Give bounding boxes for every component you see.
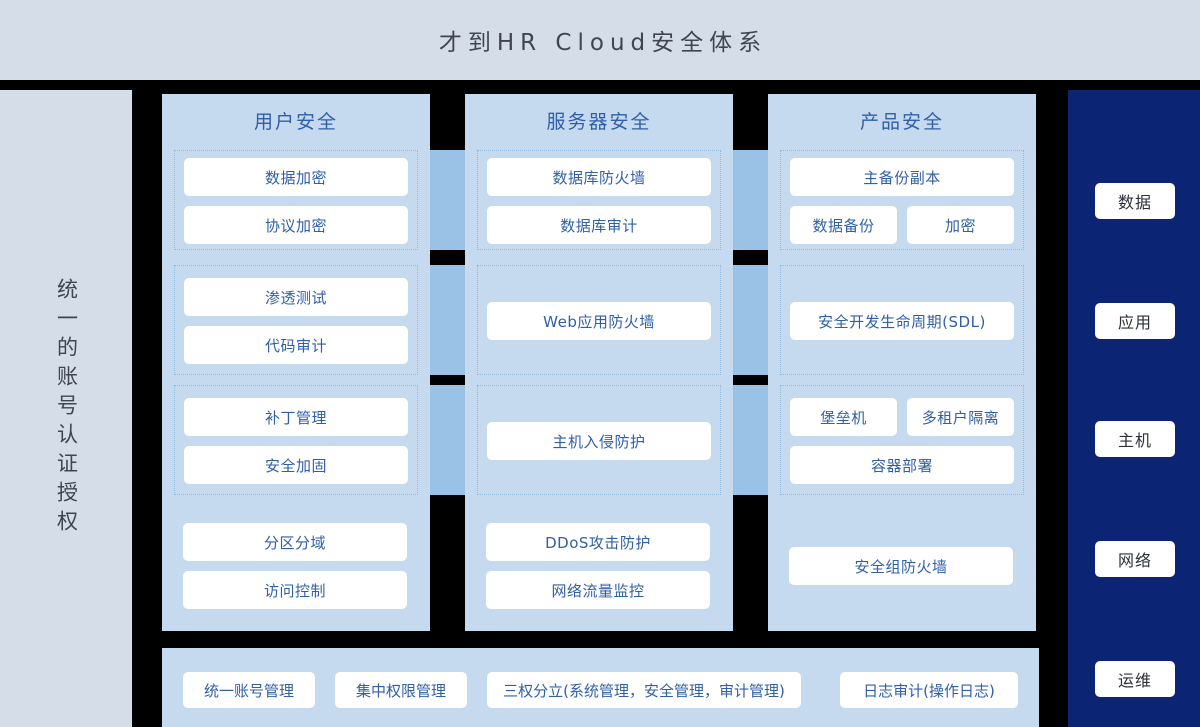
item-box[interactable]: DDoS攻击防护 [486,523,710,561]
item-box[interactable]: 主机入侵防护 [487,422,711,460]
connector-bar [733,150,768,250]
connector-bar [733,265,768,375]
column-1: 用户安全数据加密协议加密渗透测试代码审计补丁管理安全加固分区分域访问控制 [162,94,430,631]
layer-pill-5[interactable]: 运维 [1095,661,1175,697]
layer-pill-3[interactable]: 主机 [1095,421,1175,457]
bottom-item-2[interactable]: 集中权限管理 [335,672,467,708]
item-box[interactable]: 安全开发生命周期(SDL) [790,302,1014,340]
group-2: Web应用防火墙 [477,265,721,375]
column-header: 产品安全 [859,110,944,133]
item-box[interactable]: 代码审计 [184,326,408,364]
item-box[interactable]: 渗透测试 [184,278,408,316]
item-box[interactable]: 加密 [907,206,1014,244]
item-box[interactable]: 访问控制 [183,571,407,609]
bottom-item-4[interactable]: 日志审计(操作日志) [840,672,1018,708]
connector-bar [733,385,768,495]
group-3: 堡垒机多租户隔离容器部署 [780,385,1024,495]
group-3: 主机入侵防护 [477,385,721,495]
item-box[interactable]: 安全组防火墙 [789,547,1013,585]
group-1: 数据库防火墙数据库审计 [477,150,721,250]
bottom-item-1[interactable]: 统一账号管理 [183,672,315,708]
group-1: 数据加密协议加密 [174,150,418,250]
right-panel-layers: 数据应用主机网络运维 [1068,90,1200,727]
item-box[interactable]: 数据备份 [790,206,897,244]
layer-pill-1[interactable]: 数据 [1095,183,1175,219]
group-2: 安全开发生命周期(SDL) [780,265,1024,375]
item-box[interactable]: 堡垒机 [790,398,897,436]
item-box[interactable]: 主备份副本 [790,158,1014,196]
column-3: 产品安全主备份副本数据备份加密安全开发生命周期(SDL) 堡垒机多租户隔离容器部署… [768,94,1036,631]
group-1: 主备份副本数据备份加密 [780,150,1024,250]
connector-bar [430,265,465,375]
column-header: 服务器安全 [546,110,652,133]
layer-pill-4[interactable]: 网络 [1095,541,1175,577]
item-box[interactable]: 数据库防火墙 [487,158,711,196]
item-box[interactable]: Web应用防火墙 [487,302,711,340]
item-box[interactable]: 网络流量监控 [486,571,710,609]
layer-pill-2[interactable]: 应用 [1095,303,1175,339]
group-4: 分区分域访问控制 [174,505,418,627]
column-2: 服务器安全数据库防火墙数据库审计 Web应用防火墙主机入侵防护 DDoS攻击防护网络… [465,94,733,631]
group-2: 渗透测试代码审计 [174,265,418,375]
group-4: DDoS攻击防护网络流量监控 [477,505,721,627]
connector-bar [430,385,465,495]
page-title: 才到HR Cloud安全体系 [438,30,768,56]
item-box[interactable]: 数据加密 [184,158,408,196]
title-bar: 才到HR Cloud安全体系 [0,0,1200,80]
bottom-item-3[interactable]: 三权分立(系统管理，安全管理，审计管理) [487,672,801,708]
item-box[interactable]: 安全加固 [184,446,408,484]
item-box[interactable]: 多租户隔离 [907,398,1014,436]
item-box[interactable]: 分区分域 [183,523,407,561]
item-box[interactable]: 补丁管理 [184,398,408,436]
item-box[interactable]: 容器部署 [790,446,1014,484]
bottom-strip: 统一账号管理集中权限管理三权分立(系统管理，安全管理，审计管理) 日志审计(操作日… [162,648,1039,727]
left-panel-label: 统一的账号认证授权 [54,278,79,539]
group-3: 补丁管理安全加固 [174,385,418,495]
group-4: 安全组防火墙 [780,505,1024,627]
connector-bar [430,150,465,250]
item-box[interactable]: 数据库审计 [487,206,711,244]
left-panel-unified-auth: 统一的账号认证授权 [0,90,132,727]
column-header: 用户安全 [253,110,338,133]
item-box[interactable]: 协议加密 [184,206,408,244]
